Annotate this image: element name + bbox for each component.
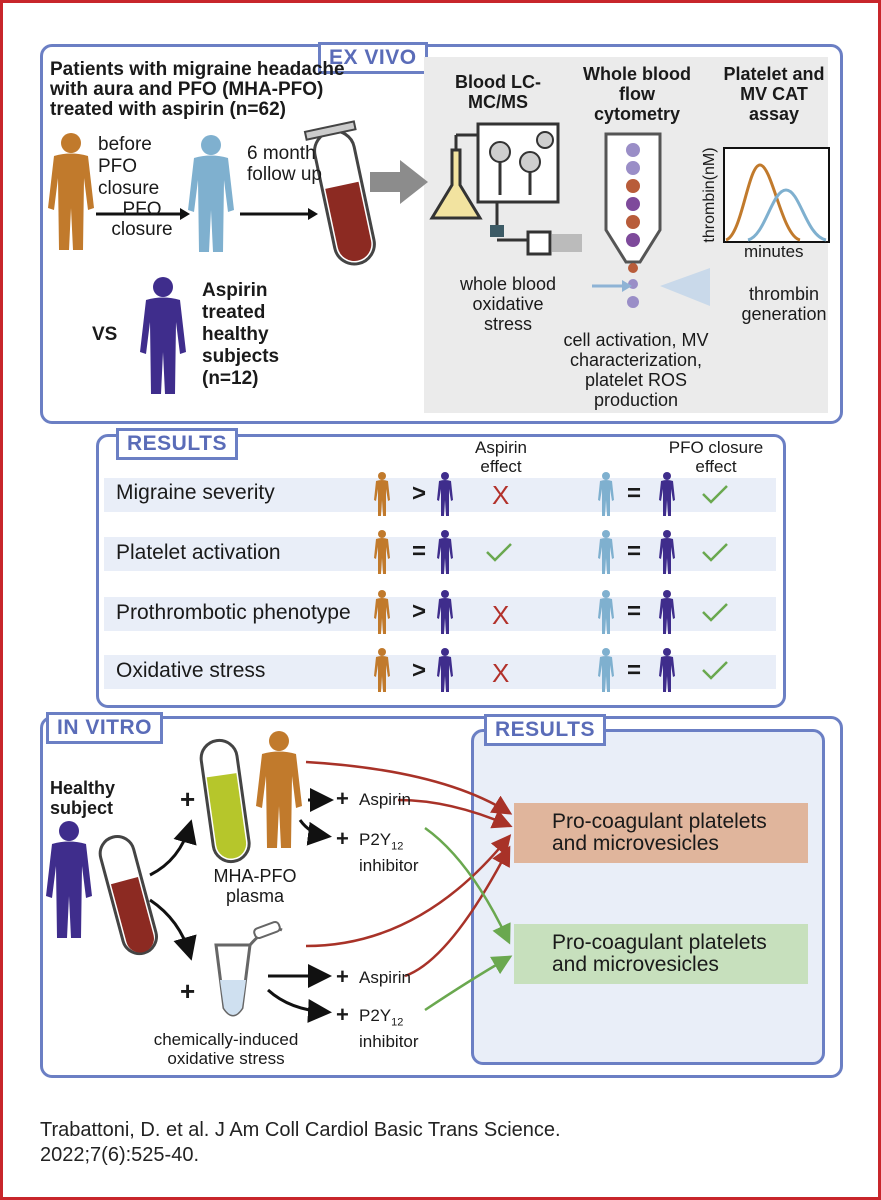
blood-lcms-label: Blood LC-MC/MS — [455, 72, 541, 112]
flow-cytometry-label: Whole blood flow cytometry — [583, 64, 691, 124]
ex-vivo-tag: EX VIVO — [318, 42, 428, 74]
oxidative-stress-label: whole blood oxidative stress — [459, 274, 557, 334]
thrombin-generation-label: thrombin generation — [741, 284, 827, 324]
row-label-migraine: Migraine severity — [116, 481, 275, 504]
inhibitor-text: inhibitor — [359, 856, 419, 876]
mha-pfo-plasma-label: MHA-PFO plasma — [213, 866, 297, 906]
pfo-comparison-symbol: = — [627, 598, 642, 625]
p2y12-text: P2Y — [359, 830, 392, 849]
decrease-result-text: Pro-coagulant platelets and microvesicle… — [552, 931, 767, 976]
minutes-axis-label: minutes — [744, 242, 804, 261]
pfo-comparison-symbol: = — [627, 657, 642, 684]
citation-line-2: 2022;7(6):525-40. — [40, 1144, 200, 1166]
plus-sign: + — [180, 784, 196, 814]
citation: Trabattoni, D. et al. J Am Coll Cardiol … — [40, 1118, 561, 1168]
inhibitor-text: inhibitor — [359, 1032, 419, 1052]
p2y12-subscript: 12 — [391, 840, 404, 853]
aspirin-healthy-label: Aspirin treated healthy subjects (n=12) — [202, 280, 280, 389]
decrease-result-box: Pro-coagulant platelets and microvesicle… — [514, 924, 808, 984]
chemically-induced-label: chemically-induced oxidative stress — [153, 1030, 299, 1068]
aspirin-label: Aspirin — [359, 968, 411, 987]
p2y12-subscript: 12 — [391, 1016, 404, 1029]
cat-assay-label: Platelet and MV CAT assay — [723, 64, 825, 124]
flow-cytometry-icon — [592, 132, 710, 308]
pfo-closure-label: PFO closure — [111, 199, 173, 240]
plus-sign: + — [180, 976, 196, 1006]
row-label-prothrombotic: Prothrombotic phenotype — [116, 601, 351, 624]
increase-result-box: Pro-coagulant platelets and microvesicle… — [514, 803, 808, 863]
ex-vivo-graphics — [48, 120, 830, 394]
p2y12-text: P2Y — [359, 1006, 392, 1025]
lcms-apparatus-icon — [429, 122, 582, 256]
healthy-donor-icon — [46, 821, 92, 938]
follow-up-label: 6 month follow up — [247, 143, 322, 185]
plus-sign: + — [336, 964, 349, 989]
healthy-subject-label: Healthy subject — [50, 778, 116, 818]
aspirin-effect-header: Aspirin effect — [475, 438, 527, 476]
pfo-comparison-symbol: = — [627, 480, 642, 507]
plus-sign: + — [336, 786, 349, 811]
thrombin-generation-chart — [723, 147, 830, 243]
row-label-oxidative: Oxidative stress — [116, 659, 266, 682]
mha-pfo-donor-icon — [256, 731, 302, 848]
aspirin-comparison-symbol: > — [412, 480, 427, 507]
in-vitro-results-tag: RESULTS — [484, 714, 606, 746]
patients-title: Patients with migraine headache with aur… — [50, 59, 345, 120]
aspirin-no-effect-x: X — [492, 480, 510, 510]
aspirin-no-effect-x: X — [492, 600, 510, 630]
aspirin-comparison-symbol: > — [412, 598, 427, 625]
p2y12-inhibitor-label: P2Y12 inhibitor — [359, 830, 419, 876]
in-vitro-tag: IN VITRO — [46, 712, 164, 744]
p2y12-inhibitor-label: P2Y12 inhibitor — [359, 1006, 419, 1052]
aspirin-label: Aspirin — [359, 790, 411, 809]
plus-sign: + — [336, 826, 349, 851]
increase-result-text: Pro-coagulant platelets and microvesicle… — [552, 810, 767, 855]
pfo-comparison-symbol: = — [627, 538, 642, 565]
before-pfo-label: before PFO closure — [98, 134, 160, 199]
in-vitro-graphics — [46, 731, 544, 1023]
in-vitro-results-panel — [471, 729, 825, 1065]
cell-activation-label: cell activation, MV characterization, pl… — [563, 330, 709, 410]
aspirin-comparison-symbol: = — [412, 538, 427, 565]
blood-tube-icon — [303, 120, 376, 266]
plasma-tube-icon — [199, 738, 251, 864]
results-tag: RESULTS — [116, 428, 238, 460]
pfo-effect-header: PFO closure effect — [668, 438, 764, 476]
to-assays-arrow — [370, 160, 428, 204]
aspirin-no-effect-x: X — [492, 658, 510, 688]
citation-line-1: Trabattoni, D. et al. J Am Coll Cardiol … — [40, 1119, 561, 1141]
vs-label: VS — [92, 324, 118, 345]
aspirin-comparison-symbol: > — [412, 657, 427, 684]
row-label-platelet: Platelet activation — [116, 541, 281, 564]
eppendorf-tube-icon — [214, 920, 283, 1017]
plus-sign: + — [336, 1002, 349, 1027]
healthy-blood-tube-icon — [98, 835, 158, 956]
